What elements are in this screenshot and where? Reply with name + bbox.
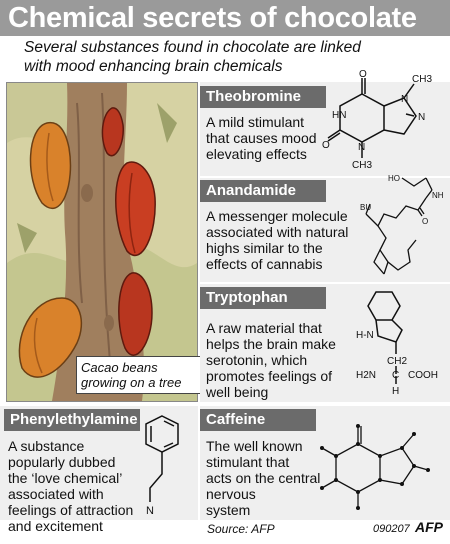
nitrogen-label: N [401, 94, 408, 105]
theobromine-structure-icon: O O HN N N N CH3 CH3 [322, 69, 432, 171]
phenylethylamine-desc-line: associated with [8, 486, 104, 502]
caption-line-2: growing on a tree [81, 375, 182, 390]
bu-label: BU [360, 203, 371, 212]
nh-label: NH [432, 191, 444, 200]
tryptophan-desc-line: promotes feelings of [206, 368, 333, 384]
tryptophan-structure-icon: H-N CH2 H2N C COOH H [356, 291, 438, 397]
anandamide-desc-line: associated with natural [206, 224, 349, 240]
anandamide-description: A messenger molecule associated with nat… [206, 208, 356, 272]
photo-caption: Cacao beans growing on a tree [76, 356, 208, 394]
carbon-label: C [392, 370, 399, 381]
ch3-label: CH3 [352, 160, 372, 171]
nitrogen-label: N [358, 142, 365, 153]
phenylethylamine-desc-line: the ‘love chemical’ [8, 470, 123, 486]
tryptophan-desc-line: serotonin, which [206, 352, 308, 368]
oxygen-label: O [322, 140, 330, 151]
theobromine-heading: Theobromine [200, 86, 326, 108]
anandamide-desc-line: highs similar to the [206, 240, 323, 256]
subtitle-line-2: with mood enhancing brain chemicals [24, 58, 283, 75]
phenylethylamine-desc-line: feelings of attraction [8, 502, 134, 518]
tryptophan-description: A raw material that helps the brain make… [206, 320, 356, 400]
theobromine-desc-line: A mild stimulant [206, 114, 305, 130]
subtitle: Several substances found in chocolate ar… [24, 38, 444, 76]
theobromine-description: A mild stimulant that causes mood elevat… [206, 114, 326, 162]
phenylethylamine-heading: Phenylethylamine [4, 409, 140, 431]
caffeine-desc-line: stimulant that [206, 454, 290, 470]
phenylethylamine-description: A substance popularly dubbed the ‘love c… [8, 438, 148, 534]
anandamide-desc-line: A messenger molecule [206, 208, 348, 224]
page-title: Chemical secrets of chocolate [8, 2, 417, 34]
oxygen-label: O [359, 69, 367, 80]
hn-label: HN [332, 110, 346, 121]
tryptophan-heading: Tryptophan [200, 287, 326, 309]
caffeine-heading: Caffeine [200, 409, 316, 431]
tryptophan-desc-line: well being [206, 384, 269, 400]
phenylethylamine-desc-line: A substance [8, 438, 85, 454]
nitrogen-label: N [418, 112, 425, 123]
ch2-label: CH2 [387, 356, 407, 367]
h2n-label: H2N [356, 370, 376, 381]
phenylethylamine-desc-line: and excitement [8, 518, 103, 534]
nitrogen-label: N [146, 505, 154, 517]
hn-label: H-N [356, 330, 374, 341]
phenylethylamine-desc-line: popularly dubbed [8, 454, 116, 470]
ho-label: HO [388, 174, 400, 183]
oxygen-label: O [422, 217, 428, 226]
graphic-code: 090207 [373, 523, 410, 535]
source-credit: Source: AFP [207, 522, 275, 536]
theobromine-desc-line: elevating effects [206, 146, 307, 162]
caffeine-description: The well known stimulant that acts on th… [206, 438, 326, 518]
ch3-label: CH3 [412, 74, 432, 85]
caffeine-desc-line: The well known [206, 438, 303, 454]
cacao-tree-icon [7, 83, 197, 401]
anandamide-heading: Anandamide [200, 180, 326, 202]
caffeine-desc-line: nervous [206, 486, 256, 502]
tryptophan-desc-line: helps the brain make [206, 336, 336, 352]
phenylethylamine-structure-icon: N [145, 415, 179, 517]
anandamide-structure-icon: HO NH O BU [360, 174, 444, 275]
afp-logo: AFP [415, 519, 443, 535]
hydrogen-label: H [392, 386, 399, 397]
cacao-tree-illustration [6, 82, 198, 402]
caption-line-1: Cacao beans [81, 360, 158, 375]
caffeine-desc-line: system [206, 502, 251, 518]
title-banner: Chemical secrets of chocolate [0, 0, 450, 36]
anandamide-desc-line: effects of cannabis [206, 256, 323, 272]
caffeine-desc-line: acts on the central [206, 470, 321, 486]
subtitle-line-1: Several substances found in chocolate ar… [24, 39, 361, 56]
tryptophan-desc-line: A raw material that [206, 320, 322, 336]
theobromine-desc-line: that causes mood [206, 130, 317, 146]
cooh-label: COOH [408, 370, 438, 381]
caffeine-structure-icon [320, 424, 430, 510]
